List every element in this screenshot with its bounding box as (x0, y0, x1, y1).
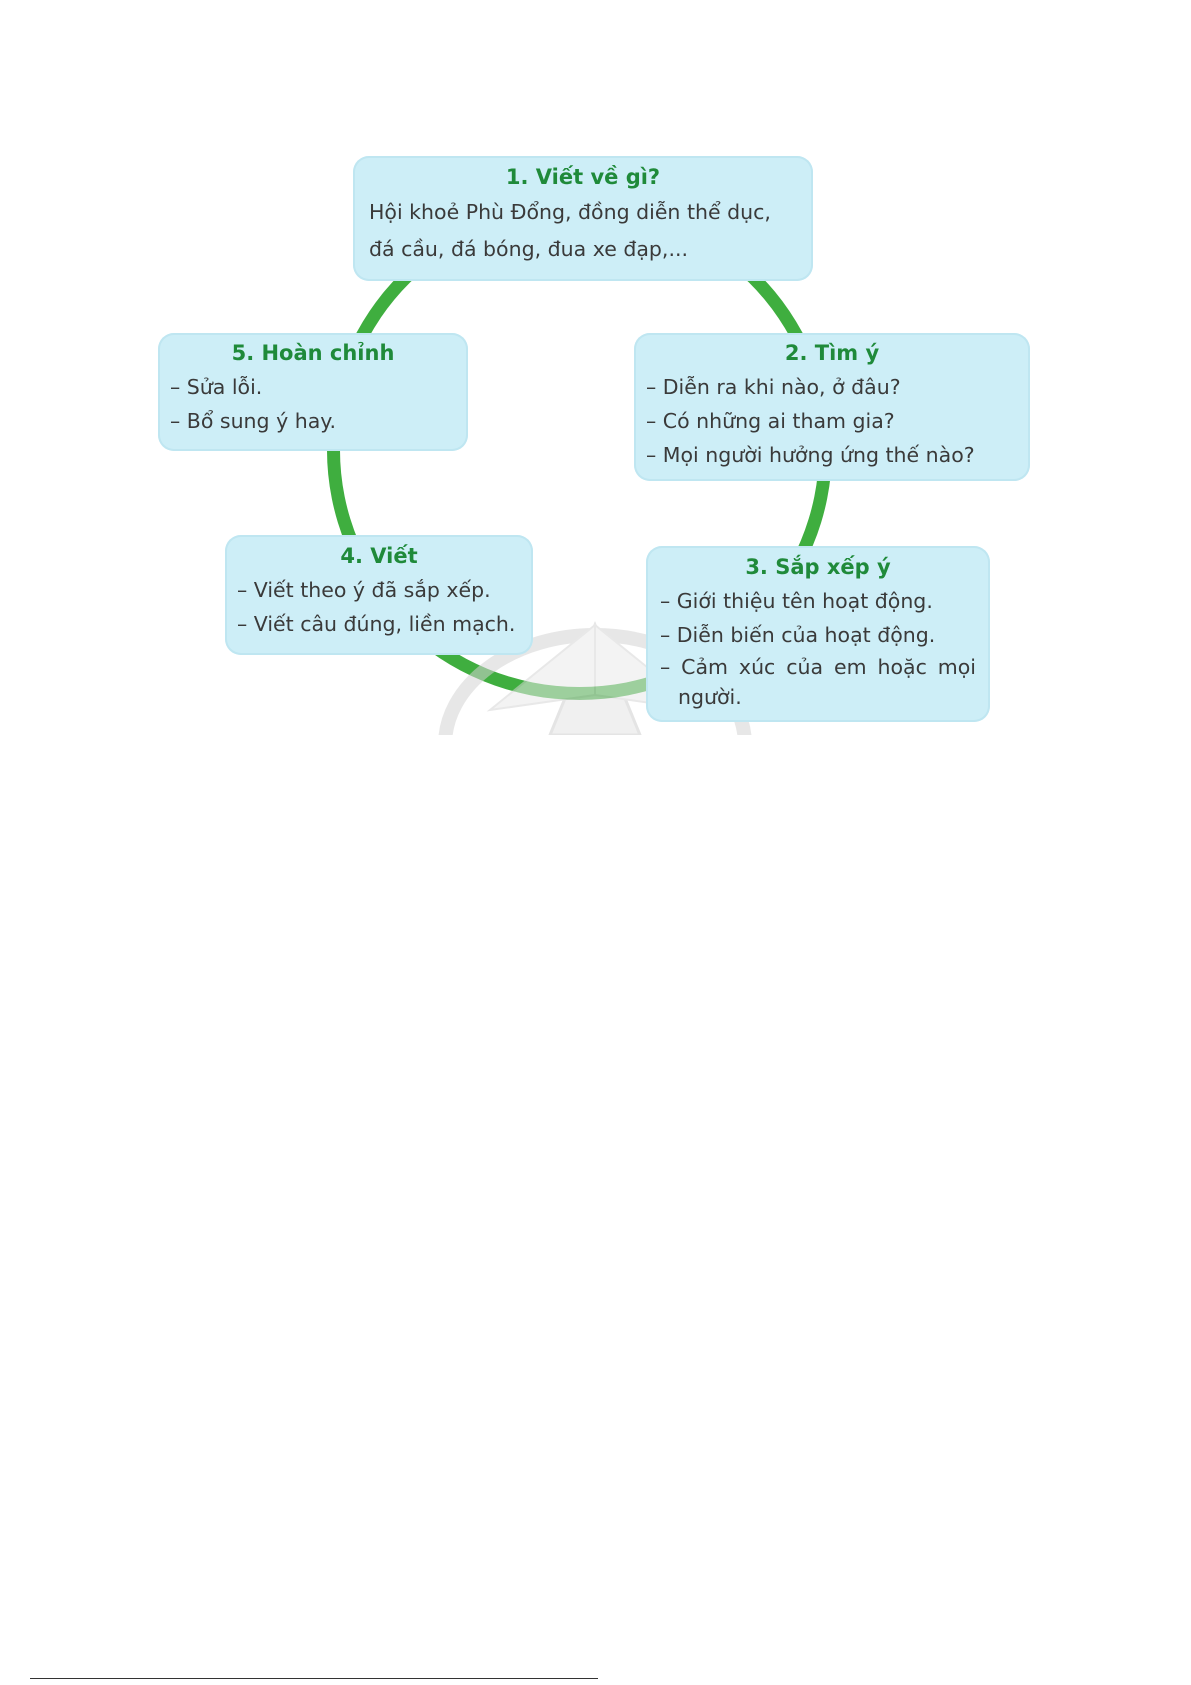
step-2-line-3: – Mọi người hưởng ứng thế nào? (646, 443, 975, 467)
step-3-title: 3. Sắp xếp ý (745, 555, 891, 579)
step-4-box: 4. Viết – Viết theo ý đã sắp xếp. – Viết… (225, 535, 533, 655)
step-1-title: 1. Viết về gì? (505, 165, 661, 189)
step-4-line-2: – Viết câu đúng, liền mạch. (237, 612, 516, 636)
step-4-title: 4. Viết (340, 544, 418, 568)
step-5-title: 5. Hoàn chỉnh (231, 341, 395, 365)
step-4-line-1: – Viết theo ý đã sắp xếp. (237, 578, 491, 602)
step-5-line-2: – Bổ sung ý hay. (170, 409, 337, 433)
step-2-line-2: – Có những ai tham gia? (646, 409, 895, 433)
step-5-box: 5. Hoàn chỉnh – Sửa lỗi. – Bổ sung ý hay… (158, 333, 468, 451)
step-2-line-1: – Diễn ra khi nào, ở đâu? (646, 375, 901, 399)
footer-rule (30, 1678, 598, 1679)
step-2-title: 2. Tìm ý (784, 341, 880, 365)
step-3-line-2: – Diễn biến của hoạt động. (660, 623, 936, 647)
step-3-line-3: – Cảm xúc của em hoặc mọi người. (660, 655, 976, 709)
step-3-box: 3. Sắp xếp ý – Giới thiệu tên hoạt động.… (646, 546, 990, 722)
step-1-line-2: đá cầu, đá bóng, đua xe đạp,... (369, 237, 689, 261)
step-3-line-1: – Giới thiệu tên hoạt động. (660, 589, 933, 613)
step-1-box: 1. Viết về gì? Hội khoẻ Phù Đổng, đồng d… (353, 156, 813, 281)
step-2-box: 2. Tìm ý – Diễn ra khi nào, ở đâu? – Có … (634, 333, 1030, 481)
step-5-line-1: – Sửa lỗi. (170, 375, 263, 399)
step-1-line-1: Hội khoẻ Phù Đổng, đồng diễn thể dục, (369, 200, 771, 224)
